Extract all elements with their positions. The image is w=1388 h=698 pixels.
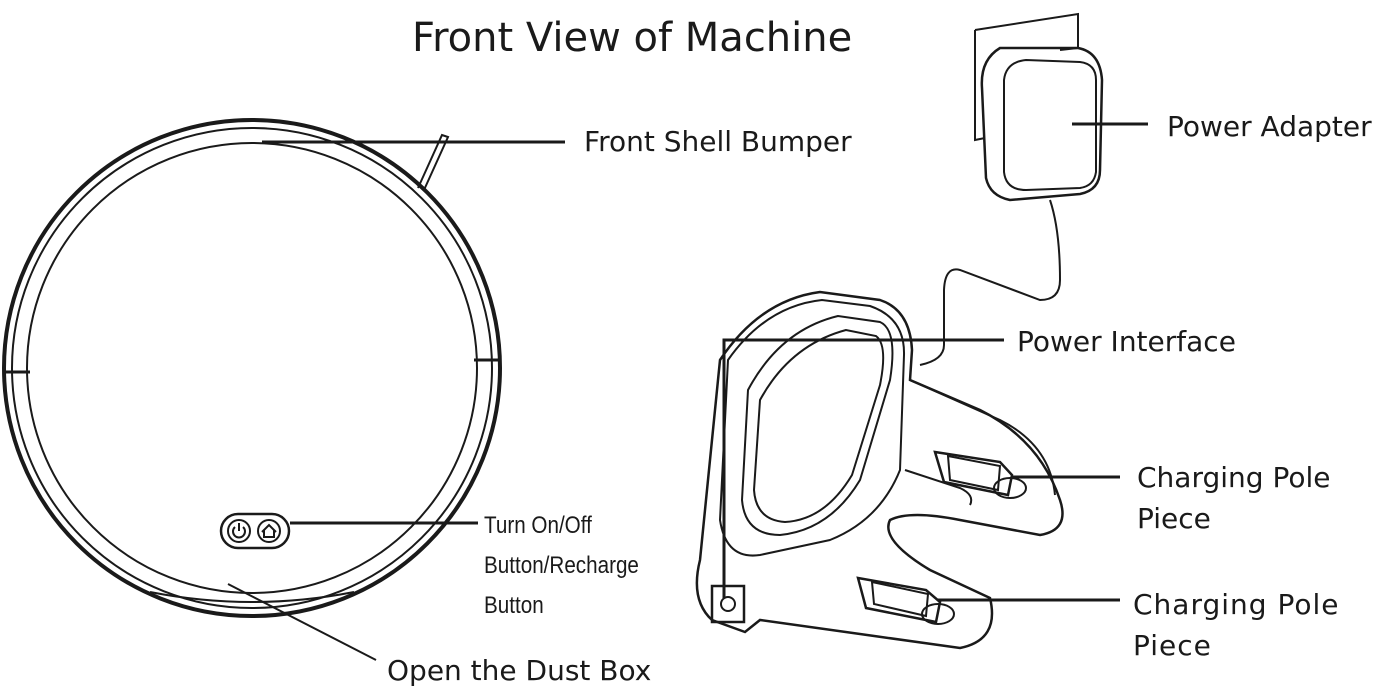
- charging-pole-1-base: [993, 477, 1027, 499]
- power-interface-socket: [720, 596, 736, 612]
- robot-top-cover: [26, 142, 478, 594]
- wall-plate: [974, 12, 1079, 51]
- home-icon: [257, 519, 281, 543]
- power-icon: [227, 519, 251, 543]
- power-adapter: [919, 12, 1104, 366]
- dock-top-edge: [909, 379, 1056, 496]
- interface-leader: [722, 338, 1004, 598]
- robot-leaders: [227, 140, 565, 661]
- dust-box-leader: [227, 583, 377, 661]
- open-dust-box-label: Open the Dust Box: [387, 654, 652, 687]
- dock-panel-inset: [752, 328, 885, 524]
- button-panel: [219, 512, 291, 550]
- side-brush: [417, 133, 450, 191]
- front-shell-bumper-label: Front Shell Bumper: [584, 125, 852, 158]
- dock-base-outline: [695, 290, 1064, 650]
- charging-pole-1: [933, 450, 1014, 497]
- charging-pole-1-face: [946, 454, 1002, 492]
- charging-pole-piece-label-1: Charging Pole Piece: [1137, 461, 1331, 535]
- adapter-body: [980, 46, 1104, 202]
- charging-dock: [695, 290, 1064, 650]
- charging-pole-2-base: [921, 603, 955, 625]
- dust-box-edge: [149, 591, 355, 603]
- power-adapter-label: Power Adapter: [1167, 110, 1372, 143]
- bumper-seam: [6, 358, 498, 374]
- dock-back-panel: [718, 298, 906, 557]
- charging-pole-2-face: [870, 580, 930, 618]
- dock-leaders: [722, 338, 1120, 602]
- button-label: Turn On/Off Button/Recharge Button: [484, 512, 639, 619]
- robot-outer-shell: [2, 118, 502, 618]
- adapter-face: [1003, 58, 1097, 192]
- wall-plate-side: [974, 30, 986, 142]
- diagram-title: Front View of Machine: [412, 15, 853, 61]
- charging-pole-2: [856, 576, 942, 624]
- dock-panel-inner: [740, 314, 894, 537]
- dock-inner-edge: [904, 469, 973, 506]
- robot-vacuum: [2, 118, 502, 618]
- power-interface-label: Power Interface: [1017, 325, 1236, 358]
- robot-shell-rim: [11, 127, 493, 609]
- power-interface-port: [710, 584, 746, 624]
- charging-pole-piece-label-2: Charging Pole Piece: [1133, 588, 1340, 662]
- adapter-cable: [919, 199, 1062, 366]
